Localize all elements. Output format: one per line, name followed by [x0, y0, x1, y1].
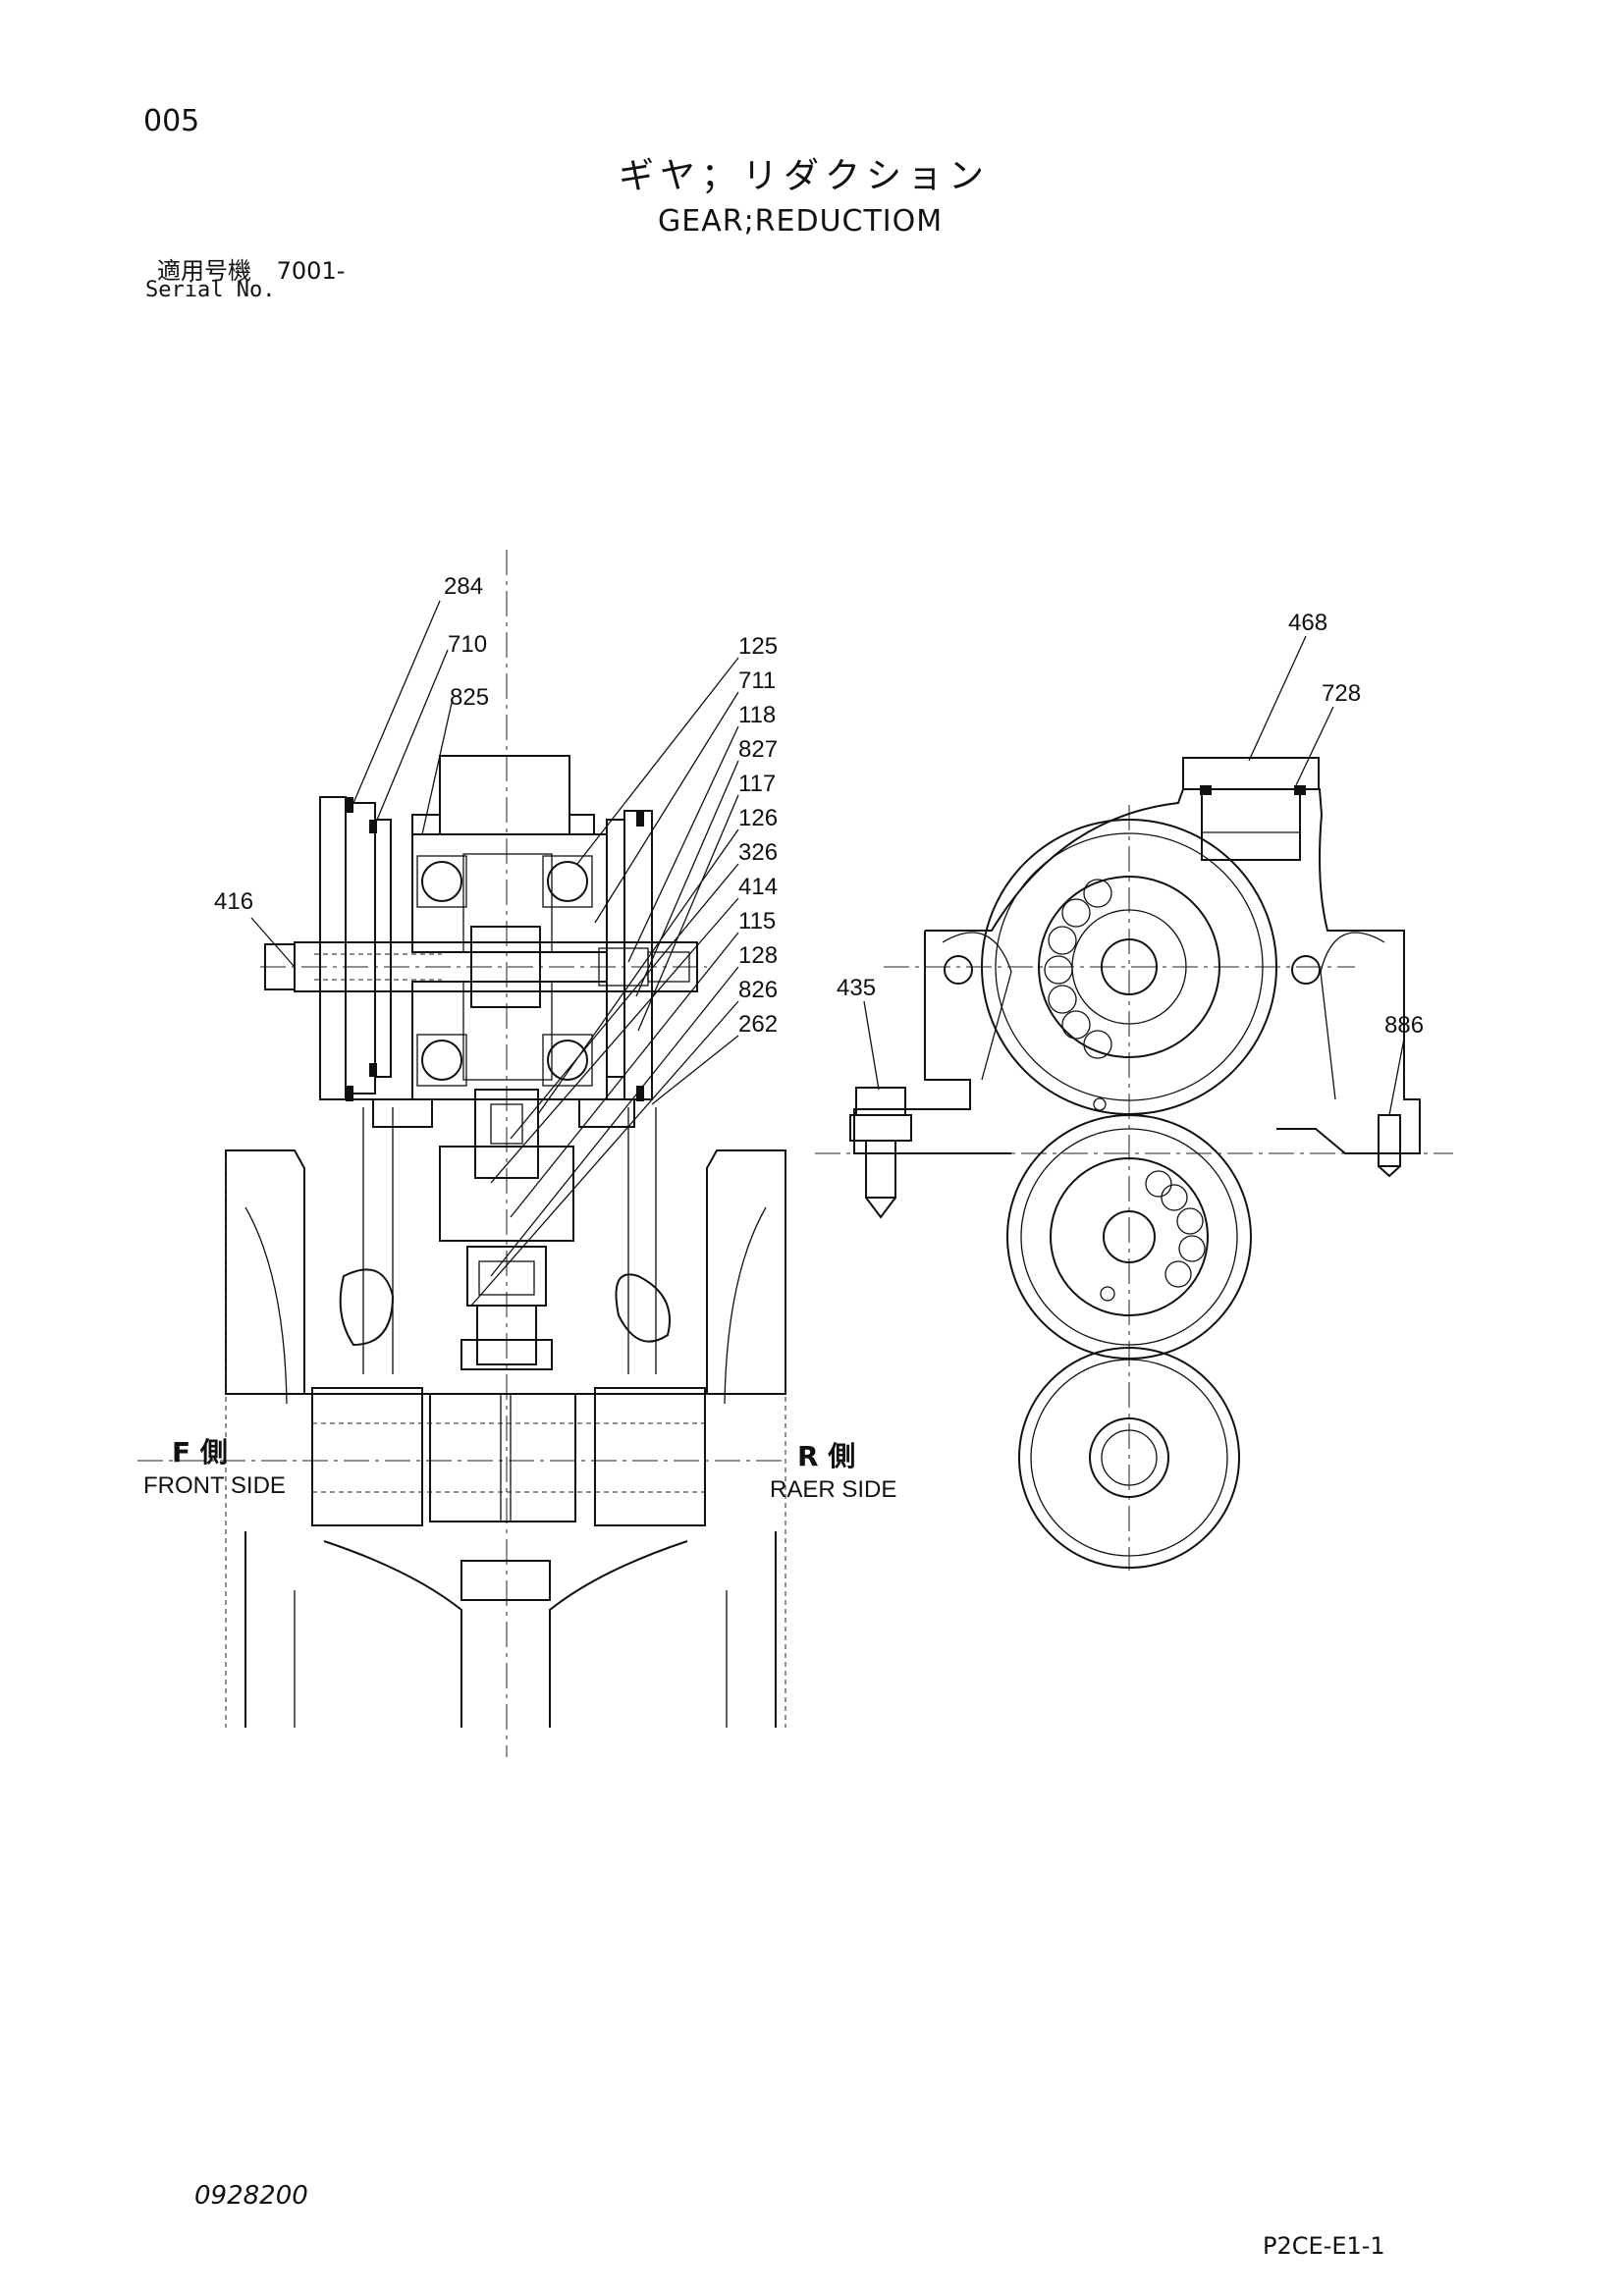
front-side-caption: FRONT SIDE	[143, 1472, 286, 1499]
rear-side-caption: RAER SIDE	[770, 1476, 897, 1503]
serial-label-japanese: 適用号機	[157, 257, 251, 285]
callout-117: 117	[738, 771, 776, 797]
callout-826: 826	[738, 977, 778, 1003]
callout-825: 825	[450, 684, 489, 711]
callout-711: 711	[738, 667, 776, 694]
callout-326: 326	[738, 839, 778, 866]
serial-label-english: Serial No.	[145, 278, 276, 302]
callout-728: 728	[1322, 680, 1361, 707]
callout-115: 115	[738, 908, 776, 934]
callout-827: 827	[738, 736, 778, 763]
lower-bearing-balls	[1145, 1170, 1206, 1288]
front-side-label: F 側	[172, 1436, 228, 1468]
drawing-code: 0928200	[194, 2181, 308, 2211]
callout-710: 710	[448, 631, 487, 658]
section-view-left: 284 710 825 416 125 711 118 827 117 126 …	[137, 550, 786, 1757]
callout-126: 126	[738, 805, 778, 831]
end-view-right: 468 728 435 886	[815, 610, 1453, 1571]
callout-118: 118	[738, 702, 776, 728]
page-title-japanese: ギヤ；リダクション	[619, 156, 991, 196]
callout-284: 284	[444, 573, 483, 600]
rear-side-label: R 側	[797, 1440, 856, 1472]
callout-886: 886	[1384, 1012, 1424, 1039]
serial-row: 適用号機 7001-	[157, 251, 345, 286]
callout-468: 468	[1288, 610, 1327, 636]
page-number: 005	[143, 104, 200, 138]
callout-262: 262	[738, 1011, 778, 1038]
callout-128: 128	[738, 942, 778, 969]
serial-number-value: 7001-	[276, 257, 346, 285]
callout-414: 414	[738, 874, 778, 900]
callout-416: 416	[214, 888, 253, 915]
upper-bearing-rollers	[1044, 879, 1112, 1059]
page-reference-code: P2CE-E1-1	[1263, 2232, 1385, 2260]
callout-435: 435	[837, 975, 876, 1001]
callout-125: 125	[738, 633, 778, 660]
page-title-english: GEAR;REDUCTIOM	[658, 204, 944, 239]
